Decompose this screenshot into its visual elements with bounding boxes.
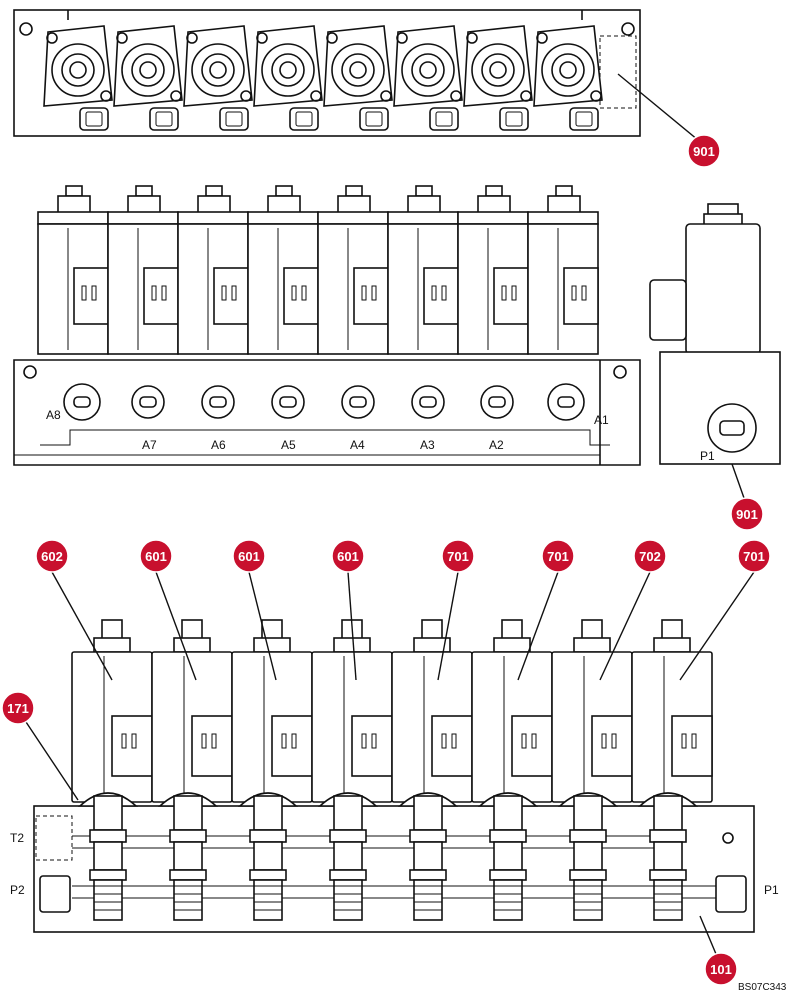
callout-bottom-4: 701	[441, 539, 475, 573]
svg-text:901: 901	[736, 507, 758, 522]
side-valve: P1	[649, 203, 781, 465]
drawing-code: BS07C343	[738, 982, 787, 993]
port-label-a6: A6	[211, 438, 226, 452]
callout-bottom-2: 601	[232, 539, 266, 573]
valve-cartridge	[397, 792, 459, 921]
bottom-solenoid	[151, 619, 233, 803]
valve-cartridge	[157, 792, 219, 921]
port-hole	[341, 385, 375, 419]
mid-solenoid	[37, 185, 109, 355]
callout-171: 171	[1, 691, 35, 725]
bottom-solenoid	[311, 619, 393, 803]
callout-bottom-6: 702	[633, 539, 667, 573]
bottom-view: T2 P2 P1	[10, 619, 779, 933]
callout-901-top: 901	[687, 134, 721, 168]
leader-line	[679, 571, 755, 681]
mount-hole	[613, 365, 627, 379]
bottom-manifold-block	[33, 805, 755, 933]
callout-901-mid: 901	[730, 497, 764, 531]
callout-bottom-3: 601	[331, 539, 365, 573]
callout-bottom-5: 701	[541, 539, 575, 573]
leader-line	[599, 571, 651, 681]
port-hole	[480, 385, 514, 419]
valve-cartridge	[237, 792, 299, 921]
middle-view: A8 A7 A6 A5 A4 A3 A2 A1 P1	[13, 185, 781, 466]
port-label-p1: P1	[764, 883, 779, 897]
leader-line	[437, 571, 459, 681]
bottom-solenoid	[391, 619, 473, 803]
svg-text:101: 101	[710, 962, 732, 977]
valve-cartridge	[637, 792, 699, 921]
top-coil	[323, 25, 393, 131]
top-view	[13, 9, 641, 137]
callout-bottom-7: 701	[737, 539, 771, 573]
mid-solenoid	[387, 185, 459, 355]
mid-solenoid	[527, 185, 599, 355]
valve-cartridge	[477, 792, 539, 921]
top-coil	[43, 25, 113, 131]
top-coil	[183, 25, 253, 131]
callout-bottom-0: 602	[35, 539, 69, 573]
port-label-a3: A3	[420, 438, 435, 452]
mount-hole-left	[19, 22, 33, 36]
p1-port	[707, 403, 757, 453]
callout-101: 101	[704, 952, 738, 986]
top-coil	[253, 25, 323, 131]
port-hole	[131, 385, 165, 419]
mid-solenoid	[177, 185, 249, 355]
leader-line	[155, 571, 197, 681]
mid-solenoid	[107, 185, 179, 355]
top-coil	[533, 25, 603, 131]
port-hole	[271, 385, 305, 419]
mid-solenoid	[317, 185, 389, 355]
top-coil	[393, 25, 463, 131]
bottom-solenoid	[71, 619, 153, 803]
port-label-a2: A2	[489, 438, 504, 452]
valve-cartridge	[557, 792, 619, 921]
top-coil	[113, 25, 183, 131]
svg-text:701: 701	[743, 549, 765, 564]
valve-cartridge	[77, 792, 139, 921]
svg-text:601: 601	[238, 549, 260, 564]
port-hole	[201, 385, 235, 419]
port-label-a8: A8	[46, 408, 61, 422]
valve-cartridge	[317, 792, 379, 921]
mount-hole-right	[621, 22, 635, 36]
bottom-solenoid	[471, 619, 553, 803]
mid-solenoid	[247, 185, 319, 355]
mid-solenoid	[457, 185, 529, 355]
bottom-solenoid	[551, 619, 633, 803]
svg-text:701: 701	[547, 549, 569, 564]
svg-text:602: 602	[41, 549, 63, 564]
port-label-p1-mid: P1	[700, 449, 715, 463]
bottom-solenoid	[631, 619, 713, 803]
port-label-a4: A4	[350, 438, 365, 452]
bottom-solenoid	[231, 619, 313, 803]
mount-hole	[23, 365, 37, 379]
svg-text:901: 901	[693, 144, 715, 159]
port-label-p2: P2	[10, 883, 25, 897]
port-label-a5: A5	[281, 438, 296, 452]
port-hole	[63, 383, 101, 421]
port-label-a7: A7	[142, 438, 157, 452]
svg-text:701: 701	[447, 549, 469, 564]
svg-text:171: 171	[7, 701, 29, 716]
leader-line	[517, 571, 559, 681]
port-hole	[547, 383, 585, 421]
callout-bottom-1: 601	[139, 539, 173, 573]
hidden-outline	[599, 35, 637, 109]
leader-line	[51, 571, 113, 681]
port-label-a1: A1	[594, 413, 609, 427]
svg-text:601: 601	[337, 549, 359, 564]
svg-text:702: 702	[639, 549, 661, 564]
leader-line	[347, 571, 357, 681]
middle-manifold-block	[13, 359, 641, 466]
top-coil	[463, 25, 533, 131]
svg-text:601: 601	[145, 549, 167, 564]
callouts: 901 901 602 601 601 601 701 701 702 701 171 101	[1, 73, 771, 986]
port-label-t2: T2	[10, 831, 24, 845]
port-hole	[411, 385, 445, 419]
leader-line	[248, 571, 277, 681]
